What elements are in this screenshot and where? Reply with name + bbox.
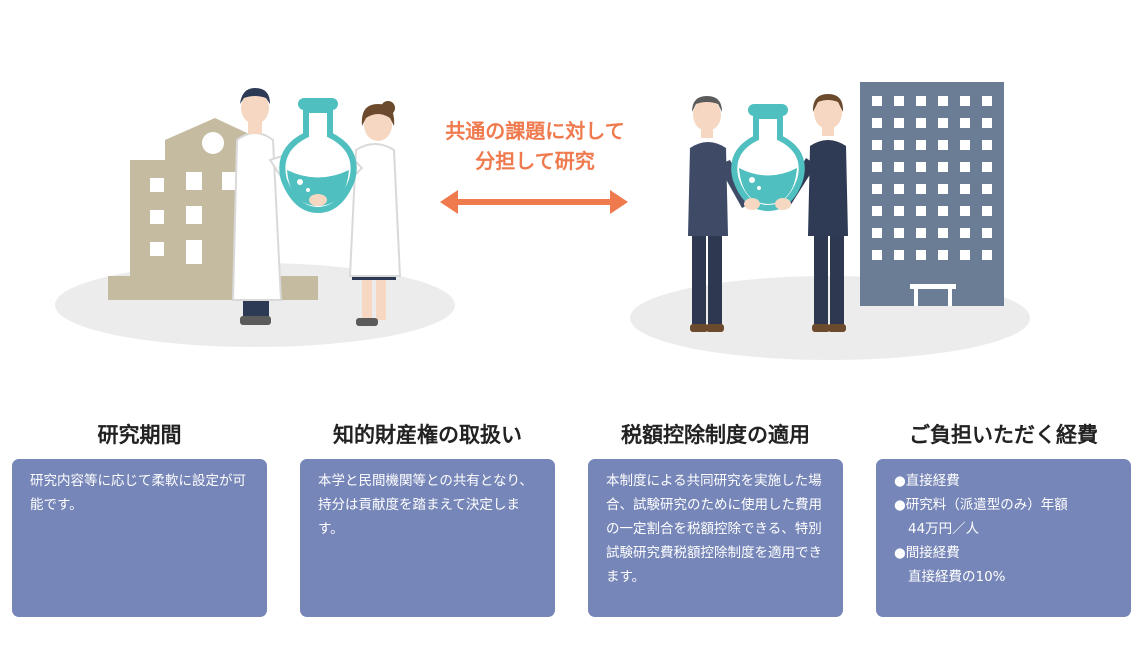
column-title: ご負担いただく経費 — [909, 423, 1098, 447]
info-box-text: 本制度による共同研究を実施した場合、試験研究のために使用した費用の一定割合を税額… — [606, 473, 822, 585]
info-box: 研究内容等に応じて柔軟に設定が可能です。 — [12, 459, 267, 617]
info-box: 本学と民間機関等との共有となり、持分は貢献度を踏まえて決定します。 — [300, 459, 555, 617]
flask-icon-right — [731, 104, 805, 212]
building-windows-left — [150, 132, 238, 264]
column-title: 知的財産権の取扱い — [333, 423, 522, 447]
flask-icon-left — [279, 98, 357, 214]
researcher-female-figure — [316, 101, 402, 326]
column-expenses: ご負担いただく経費 ●直接経費 ●研究料（派遣型のみ）年額 44万円／人 ●間接… — [876, 420, 1131, 617]
column-tax-credit: 税額控除制度の適用 本制度による共同研究を実施した場合、試験研究のために使用した… — [588, 420, 843, 617]
cost-item-direct: ●直接経費 — [894, 473, 960, 489]
caption-line-2: 分担して研究 — [475, 149, 595, 173]
businessman-left-figure — [688, 96, 752, 332]
column-intellectual-property: 知的財産権の取扱い 本学と民間機関等との共有となり、持分は貢献度を踏まえて決定し… — [300, 420, 555, 617]
info-box: ●直接経費 ●研究料（派遣型のみ）年額 44万円／人 ●間接経費 直接経費の10… — [876, 459, 1131, 617]
cost-item-indirect: ●間接経費 — [894, 545, 960, 561]
info-box-text: 本学と民間機関等との共有となり、持分は貢献度を踏まえて決定します。 — [318, 473, 533, 537]
info-box-text: 研究内容等に応じて柔軟に設定が可能です。 — [30, 473, 246, 513]
column-title: 税額控除制度の適用 — [621, 423, 810, 447]
column-research-period: 研究期間 研究内容等に応じて柔軟に設定が可能です。 — [12, 420, 267, 617]
collaboration-caption: 共通の課題に対して 分担して研究 — [400, 116, 670, 176]
info-box: 本制度による共同研究を実施した場合、試験研究のために使用した費用の一定割合を税額… — [588, 459, 843, 617]
cost-item-research-fee-amount: 44万円／人 — [908, 521, 980, 537]
businessman-right-figure — [782, 94, 848, 332]
cost-item-indirect-amount: 直接経費の10% — [908, 569, 1006, 585]
caption-line-1: 共通の課題に対して — [445, 119, 625, 143]
collaboration-illustration — [55, 82, 1030, 360]
company-building-icon — [860, 82, 1004, 306]
cost-item-research-fee: ●研究料（派遣型のみ）年額 — [894, 497, 1068, 513]
bidirectional-arrow-icon — [440, 190, 628, 214]
column-title: 研究期間 — [97, 423, 182, 447]
